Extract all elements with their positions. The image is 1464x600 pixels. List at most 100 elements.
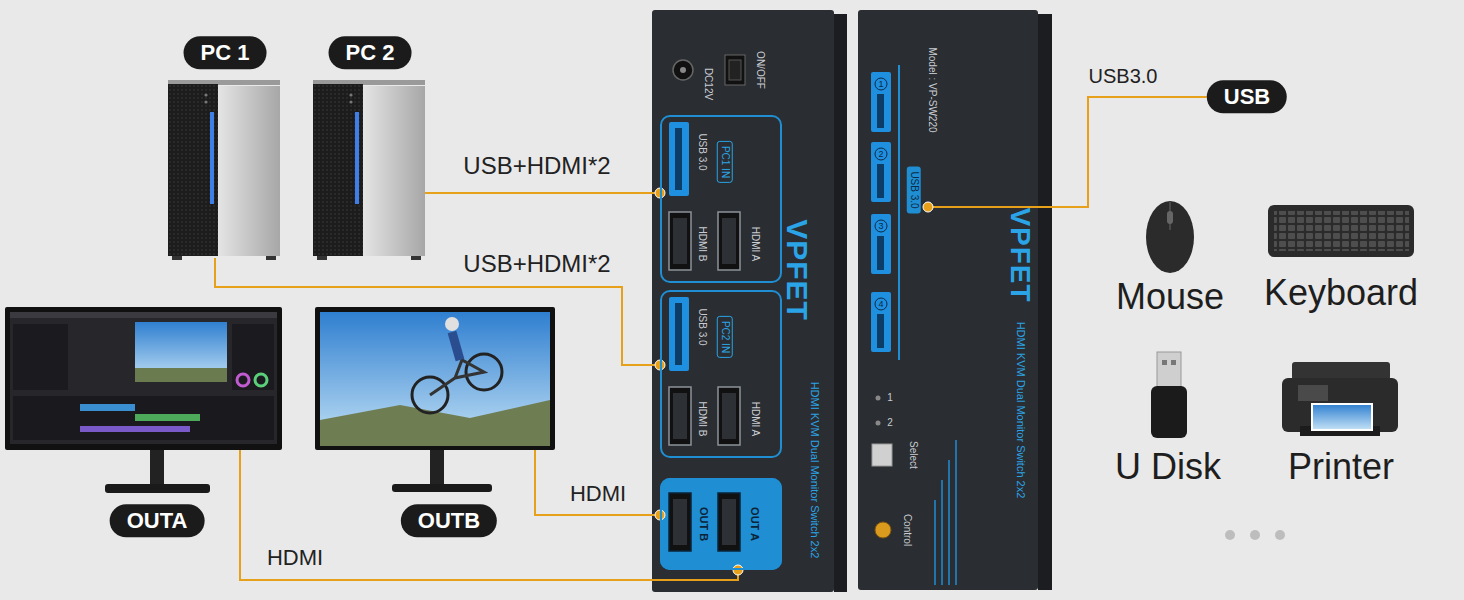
monitor-art (135, 368, 227, 382)
switch-front-art (722, 218, 736, 264)
edge-label: USB+HDMI*2 (463, 152, 610, 180)
mouse-icon (1167, 211, 1173, 224)
switch-front-art (675, 128, 682, 190)
monitor-art (135, 322, 227, 382)
switch-front-art (725, 55, 745, 85)
switch-front-art (680, 67, 686, 73)
monitor-art (430, 450, 444, 486)
switch-front-art (834, 14, 847, 592)
keyboard-icon (1274, 211, 1409, 251)
switch-front-art (718, 212, 740, 270)
monitor-art (150, 450, 164, 486)
peripheral: Mouse (1105, 190, 1235, 315)
switch-front-art (729, 60, 741, 80)
switch-front-art (669, 122, 689, 196)
switch-front-art (669, 493, 691, 551)
node-text: HDMI A (749, 402, 761, 436)
usb-disk-icon (1151, 386, 1187, 438)
keyboard-icon (1268, 205, 1414, 257)
edge-label: HDMI (570, 481, 626, 506)
switch-front-art (652, 10, 847, 592)
node-text: HDMI KVM Dual Monitor Switch 2x2 (809, 382, 822, 559)
usb-disk-icon (1151, 352, 1187, 438)
monitor-art (13, 324, 68, 390)
peripheral: Keyboard (1262, 190, 1422, 310)
switch-rear-art (871, 214, 891, 274)
badge-text: USB (1224, 84, 1270, 109)
monitor-art (445, 317, 459, 331)
switch-rear-art (934, 500, 936, 585)
monitor: OUTA (5, 307, 282, 450)
monitor-art (232, 324, 274, 390)
node-text: VPFET (1004, 207, 1036, 302)
switch-rear-art (898, 65, 900, 360)
printer-icon (1292, 362, 1390, 380)
switch-rear-art (871, 142, 891, 202)
node-text: Control (901, 514, 913, 546)
node-text: USB 3.0 (907, 166, 921, 213)
node-text: Printer (1288, 446, 1394, 487)
node-text: HDMI B (696, 227, 708, 262)
node-text: ON/OFF (754, 51, 766, 89)
edge-label: HDMI (267, 545, 323, 570)
switch-front-art (673, 393, 687, 439)
input-port-group: USB 3.0PC1 INHDMI BHDMI A (660, 115, 782, 283)
switch-front-art (722, 499, 736, 545)
monitor-art (10, 312, 277, 318)
switch-front-art (718, 387, 740, 445)
input-port-group: USB 3.0PC2 INHDMI BHDMI A (660, 290, 782, 458)
more-dots (1225, 530, 1285, 540)
monitor-art (237, 374, 249, 386)
node-text: HDMI KVM Dual Monitor Switch 2x2 (1015, 322, 1028, 499)
connector-dot (923, 202, 933, 212)
pc-tower-art (313, 80, 425, 260)
switch-rear-art (941, 480, 943, 585)
peripheral: U Disk (1105, 345, 1235, 485)
edge-label: USB+HDMI*2 (463, 250, 610, 278)
monitor-art (315, 307, 555, 450)
node-text: 1 (887, 392, 893, 404)
pc-tower: PC 2 (313, 83, 425, 258)
switch-rear-art (871, 72, 891, 132)
mouse-icon (1146, 201, 1194, 273)
monitor-art (5, 307, 282, 450)
node-text: 2 (887, 417, 893, 429)
switch-front-art (669, 212, 691, 270)
node-text: HDMI A (749, 227, 761, 261)
more-dots (1275, 530, 1285, 540)
pc-tower: PC 1 (168, 83, 280, 258)
node-text: Mouse (1116, 276, 1224, 317)
node-text: HDMI B (696, 402, 708, 437)
node-text: OUT A (749, 507, 762, 541)
node-text: 2 (875, 148, 888, 161)
node-text: 4 (875, 298, 888, 311)
keyboard-icon (1268, 205, 1414, 257)
switch-front-art (675, 303, 682, 365)
monitor-art (105, 484, 210, 493)
usb-hdmi-cable (425, 192, 660, 194)
monitor-art (80, 404, 135, 411)
node-text: Model : VP-SW220 (926, 47, 938, 132)
printer-icon (1282, 378, 1398, 432)
monitor-art (430, 360, 484, 395)
switch-front-art (660, 478, 782, 570)
switch-rear-art (877, 314, 884, 348)
monitor-art (392, 484, 492, 492)
switch-rear-art (877, 94, 884, 128)
node-text: PC 1 (184, 36, 267, 69)
node-text: USB 3.0 (696, 308, 708, 345)
node-text: PC 2 (329, 36, 412, 69)
usb-disk-icon (1162, 360, 1167, 365)
switch-front-panel: ON/OFFDC12VVPFETHDMI KVM Dual Monitor Sw… (652, 10, 847, 592)
node-text: OUT B (698, 507, 711, 541)
monitor-art (135, 414, 200, 421)
hdmi-cable (240, 450, 738, 580)
connector-dot (733, 565, 743, 575)
node-text: 3 (875, 220, 888, 233)
node-text: Select (907, 441, 919, 469)
switch-rear-art (955, 440, 957, 585)
peripheral: Printer (1272, 345, 1412, 485)
node-text: OUTA (110, 504, 205, 537)
switch-rear-art (948, 460, 950, 585)
